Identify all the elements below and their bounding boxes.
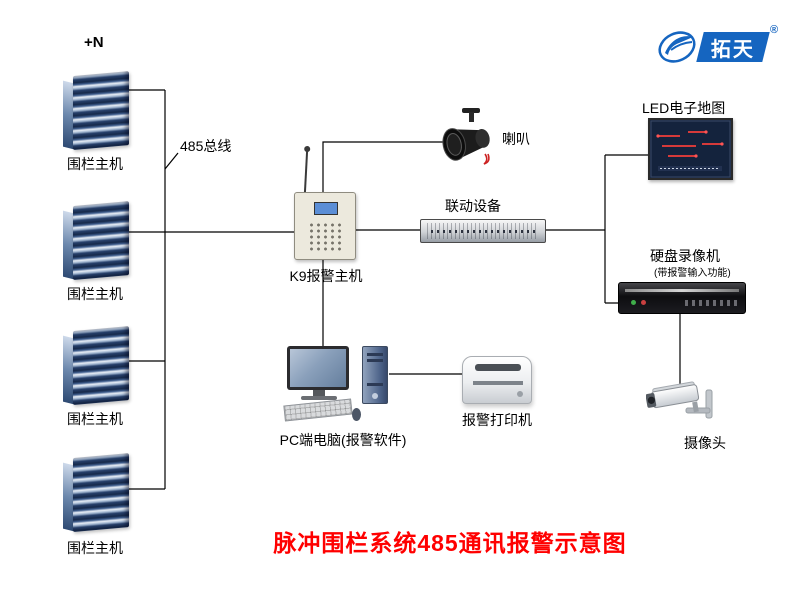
registered-trademark: ® (770, 24, 779, 36)
led-electronic-map (648, 118, 733, 180)
dvr-front-strip (625, 289, 739, 292)
pc-mouse (352, 408, 361, 421)
k9-linkage-right-lines (356, 154, 650, 304)
fence-host-front-face (73, 71, 129, 150)
horn-speaker-icon (442, 108, 490, 165)
linkage-device-label: 联动设备 (445, 198, 501, 214)
brand-logo: 拓天 ® (656, 24, 786, 70)
printer-output-slot (473, 381, 523, 385)
camera-label: 摄像头 (684, 435, 726, 451)
led-map-label: LED电子地图 (642, 100, 726, 116)
brand-wordmark-banner: 拓天 (696, 32, 770, 62)
bus-485-label: 485总线 (180, 138, 232, 154)
dvr-buttons (685, 300, 737, 306)
pc-label: PC端电脑(报警软件) (279, 432, 407, 448)
bus-485-lines (120, 89, 294, 490)
k9-keypad (308, 222, 344, 252)
pc-monitor-stand (313, 390, 325, 397)
printer-power-button (517, 391, 523, 397)
fence-host-label-1: 围栏主机 (67, 156, 123, 172)
led-map-screen (650, 120, 731, 178)
k9-alarm-host-label: K9报警主机 (289, 268, 363, 284)
fence-host-device-3 (63, 326, 129, 407)
dvr-note-label: (带报警输入功能) (654, 268, 731, 279)
pc-monitor-screen (290, 349, 346, 387)
dvr-device (618, 282, 746, 314)
brand-wordmark: 拓天 (711, 38, 755, 61)
alarm-printer-device (462, 356, 532, 404)
fence-host-device-1 (63, 71, 129, 152)
bus-label-tick (164, 152, 179, 170)
fence-host-front-face (73, 326, 129, 405)
fence-host-label-4: 围栏主机 (67, 540, 123, 556)
k9-alarm-host-device (294, 192, 356, 260)
fence-host-front-face (73, 453, 129, 532)
cctv-camera-icon (646, 381, 713, 419)
pc-monitor (287, 346, 349, 390)
fence-host-label-3: 围栏主机 (67, 411, 123, 427)
fence-host-device-2 (63, 201, 129, 282)
plus-n-label: +N (84, 34, 104, 51)
k9-screen (314, 202, 338, 215)
pc-monitor-base (301, 396, 337, 400)
k9-to-speaker-line (322, 141, 452, 192)
printer-paper-slot (475, 364, 521, 371)
pc-tower (362, 346, 388, 404)
fence-host-label-2: 围栏主机 (67, 286, 123, 302)
linkage-device (420, 219, 546, 243)
dvr-status-led (631, 300, 636, 305)
speaker-label: 喇叭 (502, 131, 530, 147)
diagram-title: 脉冲围栏系统485通讯报警示意图 (273, 530, 627, 556)
printer-label: 报警打印机 (462, 412, 532, 428)
fence-host-front-face (73, 201, 129, 280)
brand-logo-icon (658, 31, 696, 63)
fence-host-device-4 (63, 453, 129, 534)
dvr-label: 硬盘录像机 (650, 248, 720, 264)
